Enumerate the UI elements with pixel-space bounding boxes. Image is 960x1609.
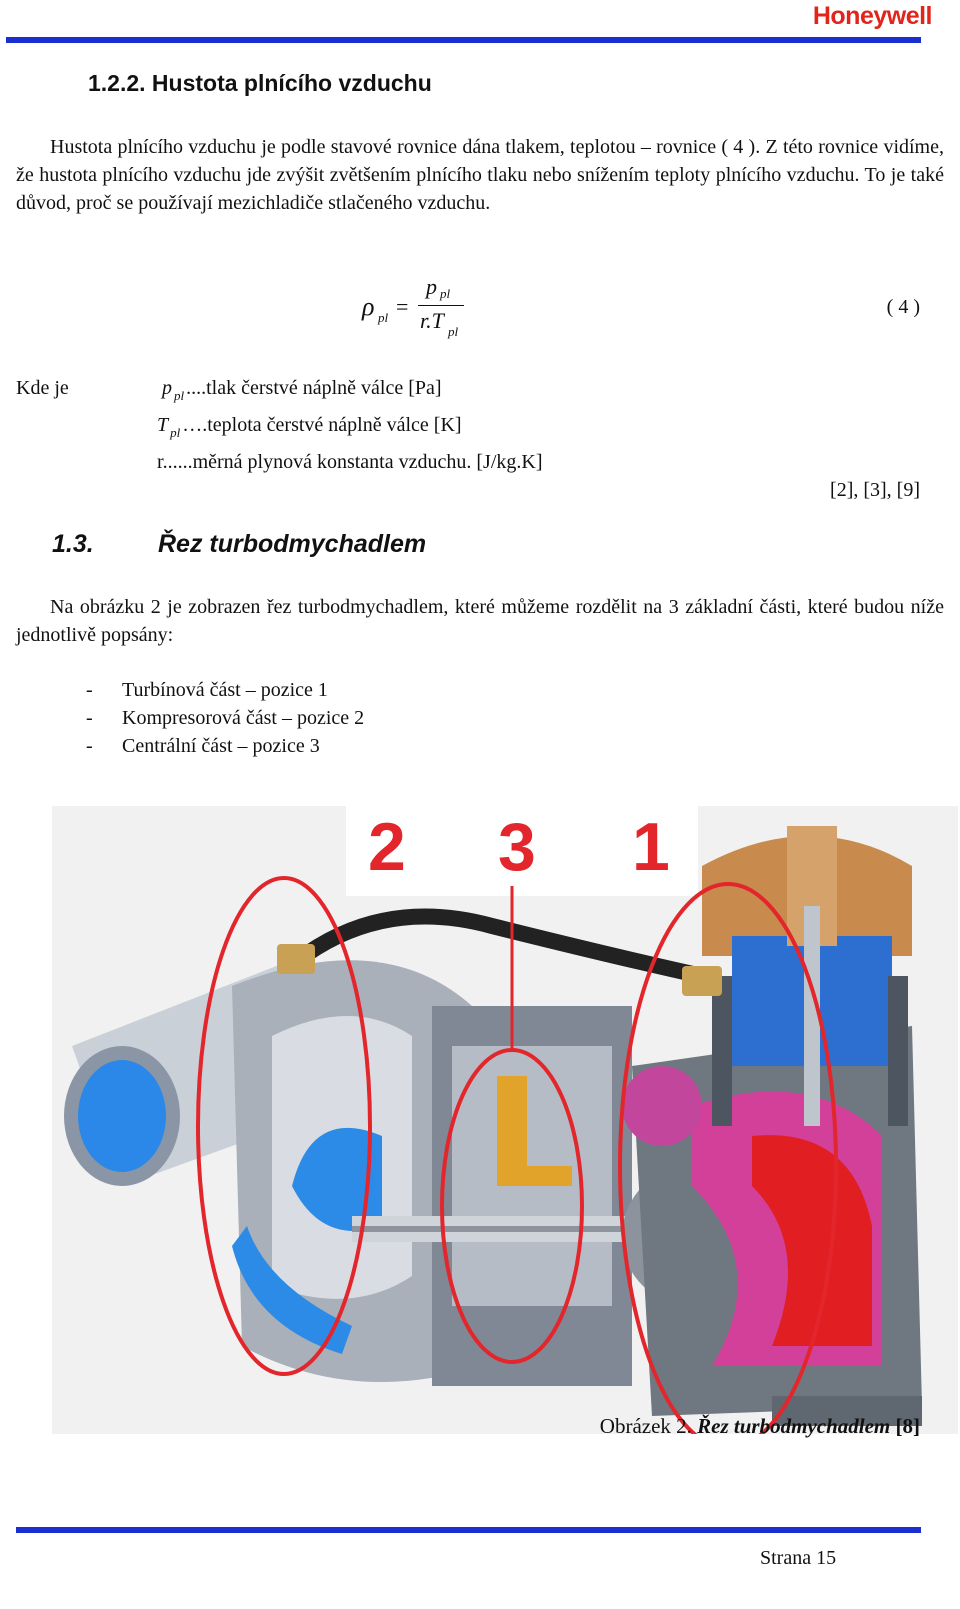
equation-4: ρ pl = p pl r.T pl bbox=[360, 272, 500, 342]
section-number-13: 1.3. bbox=[52, 530, 94, 558]
honeywell-logo: Honeywell bbox=[812, 2, 933, 30]
turbocharger-cutaway-figure: 2 3 1 bbox=[52, 806, 958, 1434]
paragraph-hustota-text: Hustota plnícího vzduchu je podle stavov… bbox=[16, 136, 944, 214]
eq-numerator-sub: pl bbox=[440, 286, 451, 301]
legend-text-p: ....tlak čerstvé náplně válce [Pa] bbox=[186, 377, 442, 399]
header-rule bbox=[6, 37, 921, 43]
eq-equals: = bbox=[396, 294, 409, 319]
list-item: -Kompresorová část – pozice 2 bbox=[86, 707, 365, 729]
caption-prefix: Obrázek 2. bbox=[599, 1414, 692, 1438]
legend-symbol-p: p bbox=[162, 377, 172, 399]
turbocharger-illustration bbox=[52, 806, 958, 1434]
parts-list: -Turbínová část – pozice 1 -Kompresorová… bbox=[86, 676, 364, 760]
eq-denominator-sub: pl bbox=[448, 324, 459, 339]
section-heading-122: 1.2.2. Hustota plnícího vzduchu bbox=[88, 70, 432, 96]
ellipse-compressor bbox=[196, 876, 372, 1376]
eq-numerator: p bbox=[426, 274, 437, 299]
legend-text-r: ......měrná plynová konstanta vzduchu. [… bbox=[162, 451, 543, 473]
paragraph-rez: Na obrázku 2 je zobrazen řez turbodmycha… bbox=[16, 593, 944, 649]
eq-denominator: r.T bbox=[420, 308, 444, 333]
list-item: -Turbínová část – pozice 1 bbox=[86, 679, 328, 701]
paragraph-rez-text: Na obrázku 2 je zobrazen řez turbodmycha… bbox=[16, 596, 944, 646]
figure-caption: Obrázek 2. Řez turbodmychadlem [8] bbox=[600, 1414, 920, 1439]
legend-sub-p: pl bbox=[174, 388, 185, 403]
legend-symbol-r: r bbox=[157, 451, 163, 473]
equation-number: ( 4 ) bbox=[886, 296, 920, 318]
legend-text-t: ….teplota čerstvé náplně válce [K] bbox=[182, 414, 462, 436]
page-number: Strana 15 bbox=[760, 1547, 837, 1569]
legend-label: Kde je bbox=[16, 377, 69, 399]
footer-rule bbox=[16, 1527, 921, 1533]
figure-label-2: 2 bbox=[368, 809, 406, 885]
ellipse-center bbox=[440, 1048, 584, 1364]
eq-rho-sub: pl bbox=[378, 310, 389, 325]
legend-item-r: r......měrná plynová konstanta vzduchu. … bbox=[157, 451, 542, 474]
legend-symbol-t: T bbox=[157, 414, 169, 436]
eq-fraction-bar bbox=[418, 305, 464, 306]
figure-label-3: 3 bbox=[498, 809, 536, 885]
paragraph-hustota: Hustota plnícího vzduchu je podle stavov… bbox=[16, 133, 944, 217]
figure-label-1: 1 bbox=[632, 809, 670, 885]
caption-ref: [8] bbox=[895, 1414, 921, 1438]
list-item: -Centrální část – pozice 3 bbox=[86, 735, 320, 757]
caption-title: Řez turbodmychadlem bbox=[697, 1414, 891, 1438]
section-title-13: Řez turbodmychadlem bbox=[158, 530, 427, 558]
legend-references: [2], [3], [9] bbox=[830, 479, 920, 501]
position-ellipses bbox=[196, 876, 838, 1434]
eq-rho: ρ bbox=[362, 292, 375, 321]
ellipse-turbine bbox=[618, 882, 838, 1434]
legend-sub-t: pl bbox=[170, 425, 181, 440]
